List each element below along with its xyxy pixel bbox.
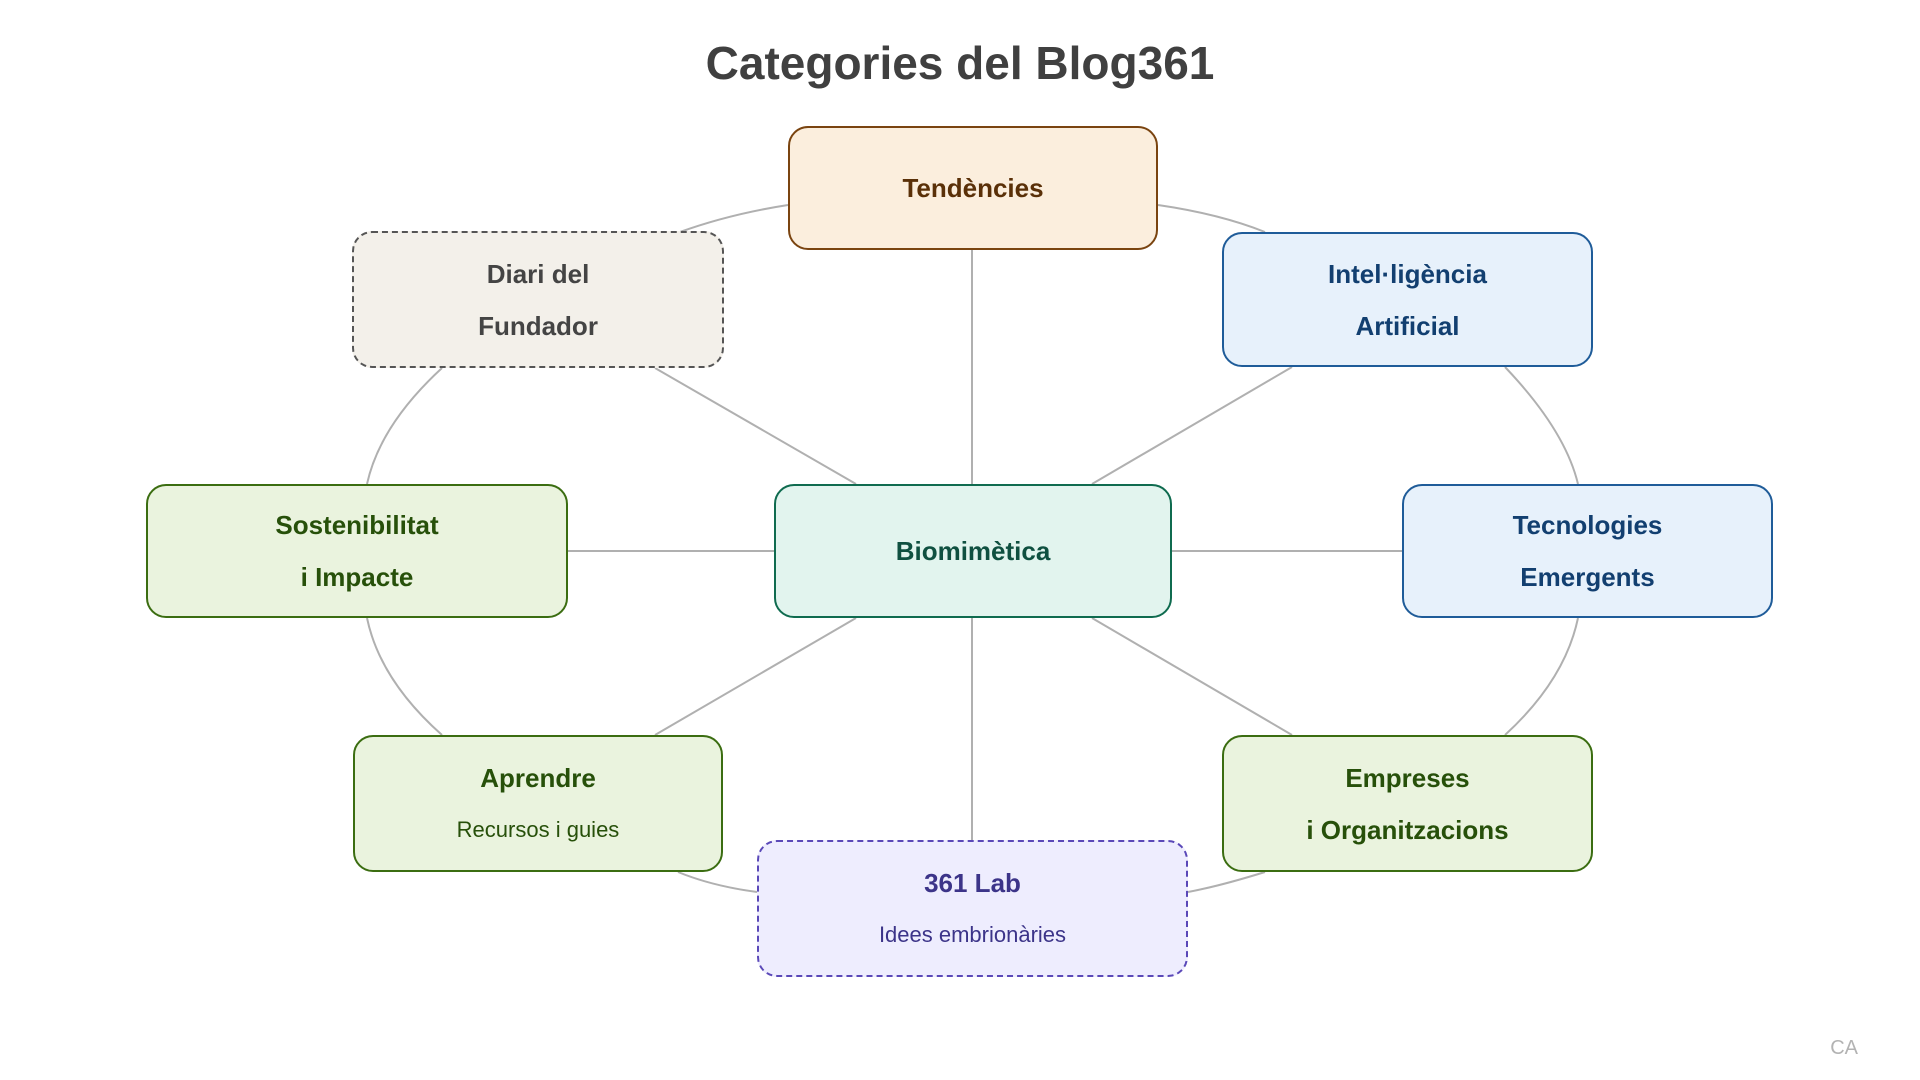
node-aprendre-line-1: Aprendre [480,762,596,793]
node-sostenibilitat-line-1: Sostenibilitat [275,510,439,540]
node-tecnologies-line-2: Emergents [1520,562,1655,592]
node-tecnologies-emergents[interactable]: Tecnologies Emergents [1402,484,1773,618]
node-aprendre[interactable]: Aprendre Recursos i guies [353,735,723,872]
node-tecnologies-line-1: Tecnologies [1512,510,1663,540]
node-sostenibilitat-line-2: i Impacte [300,562,414,592]
edge-center-empreses [1091,617,1293,736]
node-intelligencia-artificial[interactable]: Intel·ligència Artificial [1222,232,1593,367]
node-empreses-line-1: Empreses [1345,762,1470,793]
ring-sostenibilitat-diari [366,367,443,485]
language-label: CA [1830,1037,1858,1059]
diagram-title: Categories del Blog361 [705,37,1215,89]
node-361-lab[interactable]: 361 Lab Idees embrionàries [757,840,1188,977]
node-biomimetica[interactable]: Biomimètica [774,484,1172,618]
node-aprendre-subtitle: Recursos i guies [456,816,620,842]
ring-tecnologies-empreses [1504,617,1579,736]
node-empreses-line-2: i Organitzacions [1306,814,1509,845]
node-tendencies[interactable]: Tendències [788,126,1158,250]
node-sostenibilitat-i-impacte[interactable]: Sostenibilitat i Impacte [146,484,568,618]
node-center-line-1: Biomimètica [895,536,1051,566]
ring-empreses-lab [1187,871,1266,893]
ring-diari-tendencies [679,204,789,233]
node-lab-subtitle: Idees embrionàries [878,921,1067,947]
node-diari-line-1: Diari del [486,258,590,289]
ring-tendencies-ia [1157,204,1266,233]
ring-lab-aprendre [677,871,758,893]
node-empreses-i-organitzacions[interactable]: Empreses i Organitzacions [1222,735,1593,872]
node-diari-del-fundador[interactable]: Diari del Fundador [352,231,724,368]
node-lab-line-1: 361 Lab [924,867,1021,898]
node-ia-line-2: Artificial [1355,310,1460,341]
edge-center-aprendre [654,617,857,736]
node-ia-line-1: Intel·ligència [1328,258,1487,289]
node-diari-line-2: Fundador [478,310,598,341]
edge-center-diari [654,367,857,485]
ring-aprendre-sostenibilitat [366,617,443,736]
edge-center-ia [1091,366,1293,485]
node-tendencies-line-1: Tendències [902,173,1044,203]
ring-ia-tecnologies [1504,366,1579,485]
